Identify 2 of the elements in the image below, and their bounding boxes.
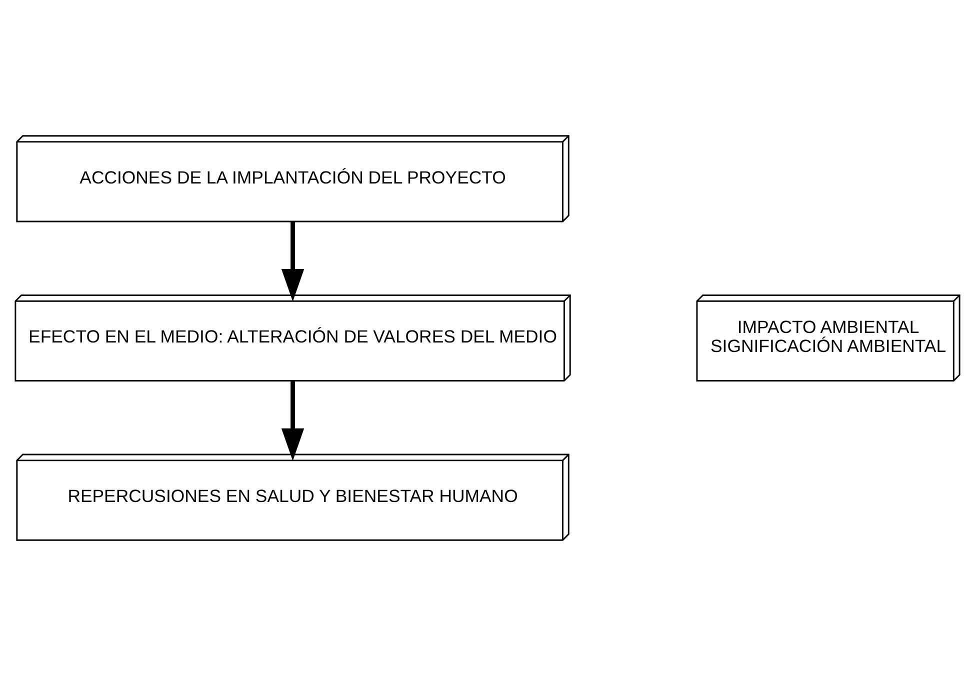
arrow [280, 380, 304, 461]
arrow [280, 222, 304, 302]
